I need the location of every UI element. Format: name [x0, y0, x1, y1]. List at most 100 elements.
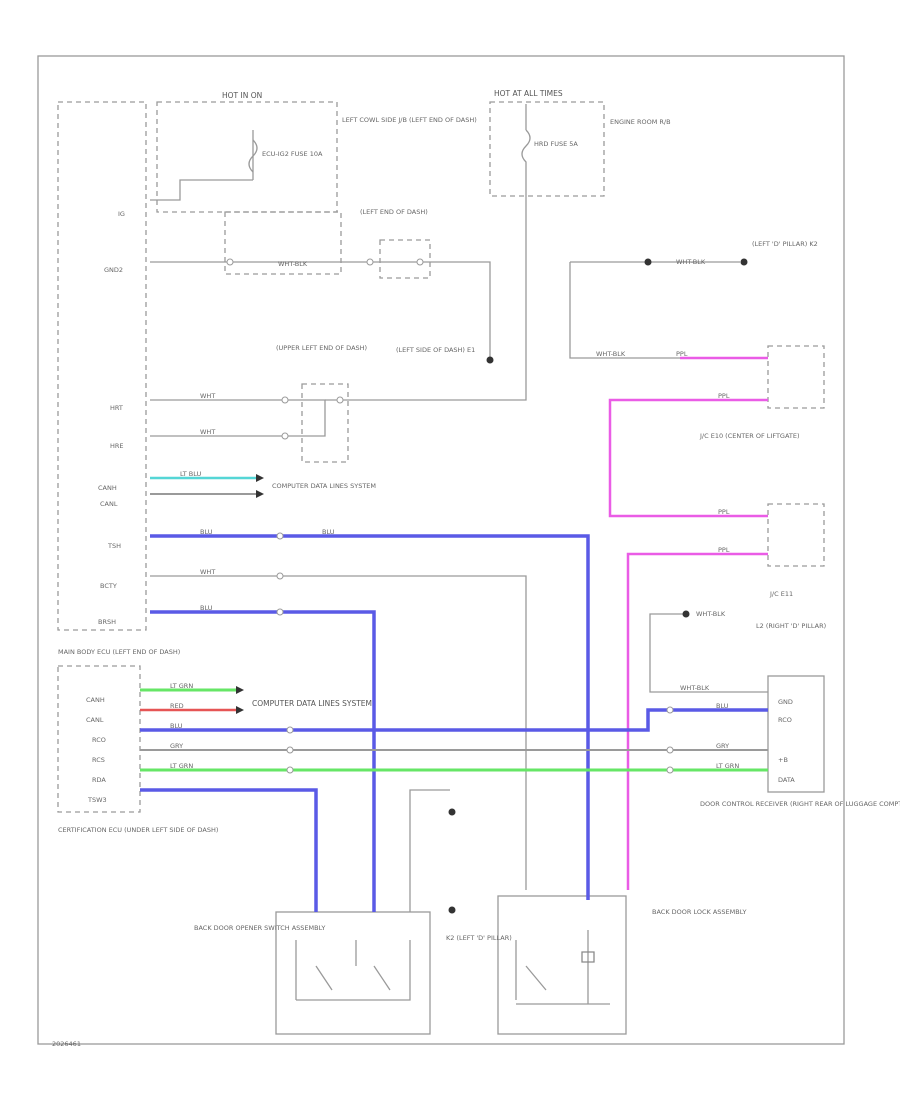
arrow-icon [256, 474, 264, 482]
ground-k2-lower [448, 906, 456, 914]
rco-wire [140, 708, 768, 732]
connector [286, 726, 294, 734]
main-body-ecu-box [57, 101, 147, 631]
recv-pin-rco: RCO [778, 716, 792, 724]
connector [276, 608, 284, 616]
wire-label-lt-grn: LT GRN [716, 762, 739, 770]
junction-box-2 [379, 239, 431, 279]
connector [276, 532, 284, 540]
wire-label-wht: WHT [200, 568, 215, 576]
wire-label-lt-grn: LT GRN [170, 762, 193, 770]
connector [416, 258, 424, 266]
engine-room-rb-box [489, 101, 605, 197]
cert-pin-canh: CANH [86, 696, 105, 704]
label-door-control-receiver: DOOR CONTROL RECEIVER (RIGHT REAR OF LUG… [700, 800, 900, 808]
pin-canl: CANL [100, 500, 118, 508]
door-control-receiver-box [767, 675, 825, 793]
hrd-fuse-wire [355, 104, 531, 401]
hrt-hre-wire [150, 399, 326, 437]
wire-label-lt-grn: LT GRN [170, 682, 193, 690]
recv-pin-data: DATA [778, 776, 795, 784]
arrow-icon [236, 686, 244, 694]
pin-tsh: TSH [107, 542, 121, 550]
lock-motor [581, 951, 595, 963]
wire-label-blu: BLU [322, 528, 335, 536]
ecu-ig-fuse [248, 139, 258, 173]
connector [226, 258, 234, 266]
label-left-end-of-dash: (LEFT END OF DASH) [360, 208, 428, 216]
connector [286, 766, 294, 774]
tsw3-wire [140, 788, 318, 912]
label-jc-e11: J/C E11 [769, 590, 793, 598]
label-left-d-pillar-k2: (LEFT 'D' PILLAR) K2 [752, 240, 818, 248]
connector [281, 432, 289, 440]
recv-pin-b: +B [778, 756, 788, 764]
label-k2-left-d-pillar: K2 (LEFT 'D' PILLAR) [446, 934, 512, 942]
label-upper-left-end: (UPPER LEFT END OF DASH) [276, 344, 367, 352]
label-back-door-lock: BACK DOOR LOCK ASSEMBLY [652, 908, 746, 916]
cert-pin-canl: CANL [86, 716, 104, 724]
label-hot-in-on: HOT IN ON [222, 91, 262, 100]
certification-ecu-box [57, 665, 141, 813]
wire-label-wht-blk: WHT-BLK [596, 350, 626, 358]
brsh-wire [150, 610, 376, 912]
label-back-door-opener: BACK DOOR OPENER SWITCH ASSEMBLY [194, 924, 325, 932]
label-hrd-fuse: HRD FUSE 5A [534, 140, 578, 148]
diagram-frame [37, 55, 845, 1045]
opener-gnd-wire [409, 789, 450, 912]
label-computer-data-2: COMPUTER DATA LINES SYSTEM [252, 699, 372, 708]
wire-label-blu: BLU [200, 604, 213, 612]
connector [281, 396, 289, 404]
label-right-d-pillar-l2: L2 (RIGHT 'D' PILLAR) [756, 622, 826, 630]
wire-label-wht: WHT [200, 428, 215, 436]
pin-hrt: HRT [110, 404, 123, 412]
pin-brsh: BRSH [98, 618, 116, 626]
ppl-wire-loop [608, 398, 768, 518]
pin-ig: IG [118, 210, 125, 218]
connector [666, 746, 674, 754]
wire-label-blu: BLU [716, 702, 729, 710]
cert-pin-rda: RDA [92, 776, 106, 784]
pin-canh: CANH [98, 484, 117, 492]
wire-label-red: RED [170, 702, 184, 710]
arrow-icon [256, 490, 264, 498]
jc-e10-box [767, 345, 825, 409]
connector [366, 258, 374, 266]
ground-l2 [682, 610, 690, 618]
pin-hre: HRE [110, 442, 124, 450]
ecu-ig-fuse-wire [150, 130, 254, 201]
ground-e1 [486, 356, 494, 364]
gnd2-wire [150, 261, 491, 360]
ppl-wire-down [626, 552, 768, 890]
cert-pin-tsw3: TSW3 [87, 796, 107, 804]
wire-label-wht-blk: WHT-BLK [680, 684, 710, 692]
ground-k2 [740, 258, 748, 266]
lock-switch [515, 930, 610, 1005]
connector [666, 706, 674, 714]
back-door-lock-box [497, 895, 627, 1035]
jc-e11-box [767, 503, 825, 567]
label-computer-data-1: COMPUTER DATA LINES SYSTEM [272, 482, 376, 490]
connector [276, 572, 284, 580]
ground-dot-k2 [644, 258, 652, 266]
arrow-icon [236, 706, 244, 714]
recv-pin-gnd: GND [778, 698, 793, 706]
wire-label-blu: BLU [170, 722, 183, 730]
wire-label-ppl: PPL [718, 392, 730, 400]
label-certification-ecu: CERTIFICATION ECU (UNDER LEFT SIDE OF DA… [58, 826, 218, 834]
label-left-cowl-jb: LEFT COWL SIDE J/B (LEFT END OF DASH) [342, 116, 477, 124]
wire-label-wht-blk: WHT-BLK [278, 260, 308, 268]
ground-dot-1 [448, 808, 456, 816]
label-left-side-dash-e1: (LEFT SIDE OF DASH) E1 [396, 346, 475, 354]
wire-label-ppl: PPL [718, 508, 730, 516]
junction-box-1 [224, 211, 342, 275]
label-main-body-ecu: MAIN BODY ECU (LEFT END OF DASH) [58, 648, 180, 656]
cert-pin-rco: RCO [92, 736, 106, 744]
connector [286, 746, 294, 754]
label-hot-at-all-times: HOT AT ALL TIMES [494, 89, 563, 98]
wire-label-wht: WHT [200, 392, 215, 400]
pin-bcty: BCTY [100, 582, 117, 590]
label-footer-code: 2026461 [52, 1040, 81, 1048]
label-engine-room-rb: ENGINE ROOM R/B [610, 118, 671, 126]
